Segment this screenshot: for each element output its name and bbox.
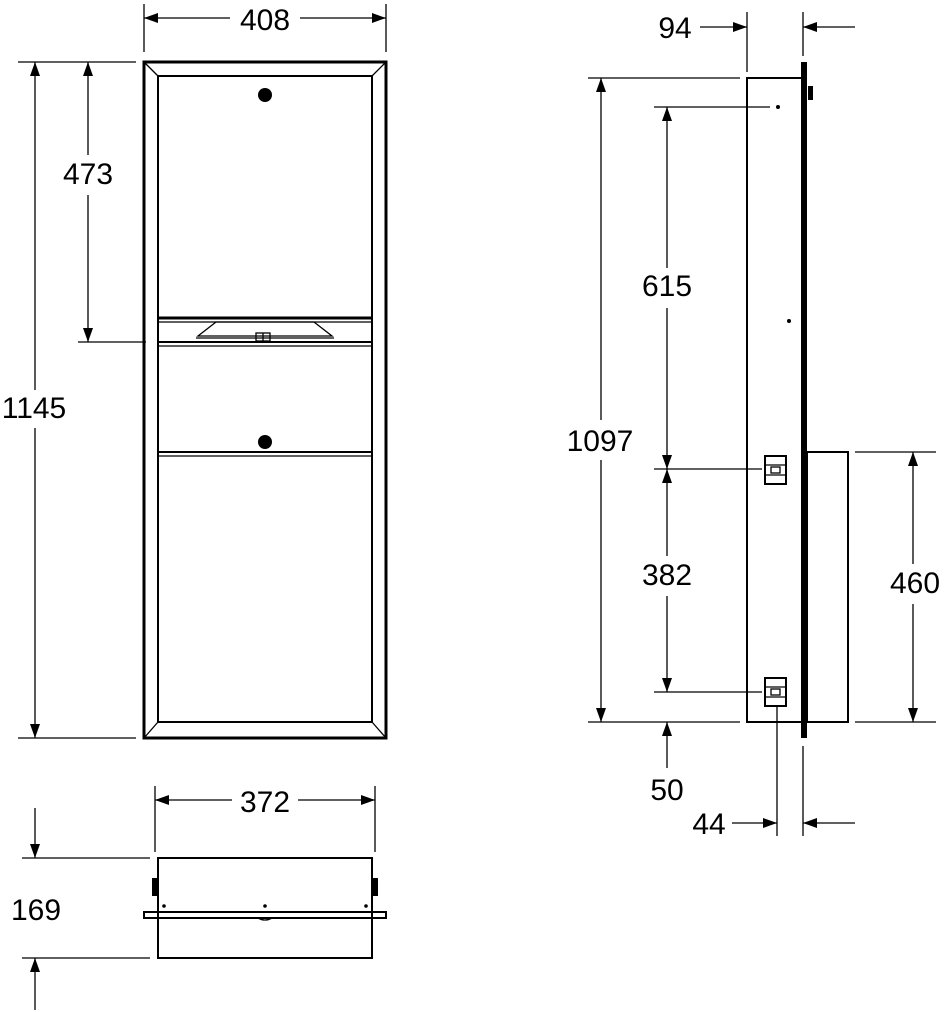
dim-front-upper-height: 473 xyxy=(63,158,113,191)
dim-side-bottom-offset: 50 xyxy=(650,774,683,807)
dim-side-lower-spacing: 382 xyxy=(642,559,692,592)
front-inner-frame xyxy=(157,75,373,723)
side-body xyxy=(746,77,803,723)
side-view: 94 1097 615 382 460 50 44 xyxy=(567,12,940,841)
front-view: 408 1145 473 xyxy=(2,4,388,740)
dim-front-total-height: 1145 xyxy=(2,392,67,425)
bottom-box xyxy=(157,857,373,959)
towel-outlet-shape xyxy=(196,321,334,337)
dim-side-height: 1097 xyxy=(567,425,634,458)
right-tab xyxy=(372,878,378,896)
side-bin xyxy=(806,451,849,723)
dim-bottom-width: 372 xyxy=(240,786,290,819)
bottom-view: 372 169 xyxy=(11,786,387,1010)
dim-front-width: 408 xyxy=(240,4,290,37)
dim-side-depth: 94 xyxy=(658,12,691,45)
front-outer-frame xyxy=(142,60,388,740)
dim-side-bottom-depth: 44 xyxy=(692,808,725,841)
lower-lock xyxy=(258,435,272,449)
upper-lock xyxy=(258,88,272,102)
bottom-flange xyxy=(143,911,387,919)
upper-bracket xyxy=(764,455,787,485)
dim-side-bin-height: 460 xyxy=(890,567,940,600)
dim-bottom-depth: 169 xyxy=(11,894,61,927)
lower-bracket xyxy=(764,677,787,707)
dim-side-upper-spacing: 615 xyxy=(642,270,692,303)
left-tab xyxy=(152,878,158,896)
